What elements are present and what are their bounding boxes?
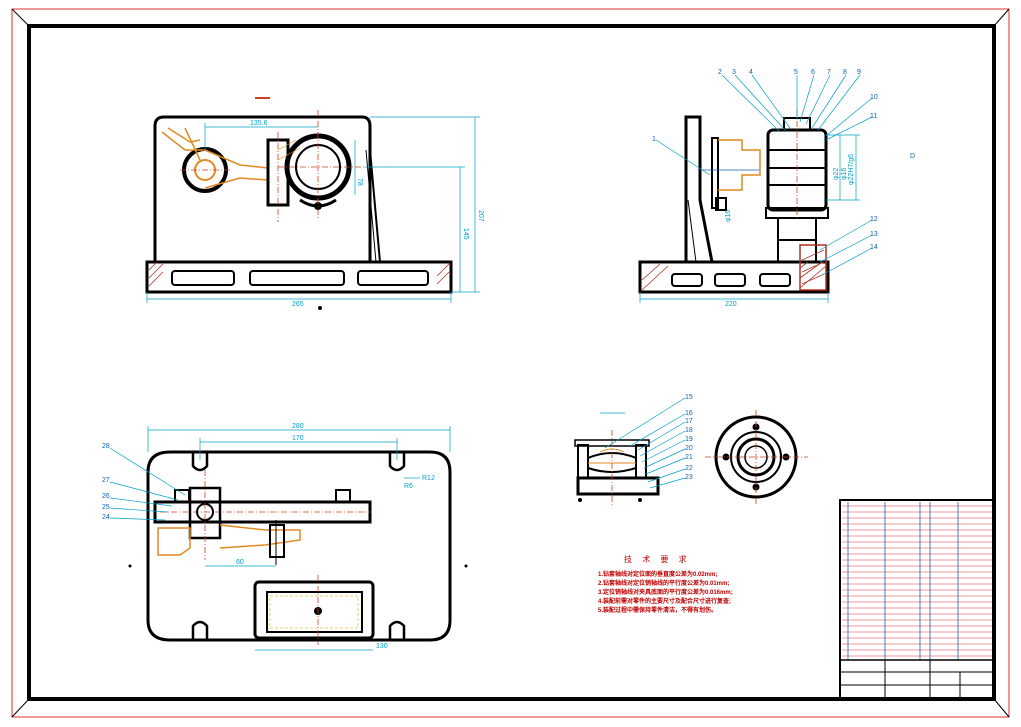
side-base-plate	[638, 260, 830, 294]
side-balloon-8: 8	[843, 69, 847, 76]
side-balloon-4: 4	[749, 69, 753, 76]
detail-balloon-15: 15	[685, 394, 693, 401]
side-balloon-1: 1	[652, 136, 656, 143]
tech-req-line-2: 2.钻套轴线对定位销轴线的平行度公差为0.01mm;	[598, 579, 729, 587]
detail-balloon-16: 16	[685, 410, 693, 417]
title-block	[839, 499, 995, 700]
tech-req-line-5: 5.装配过程中需保持零件清洁，不得有划伤。	[598, 606, 717, 614]
detail-balloon-18: 18	[685, 427, 693, 434]
plan-balloon-25: 25	[102, 504, 110, 511]
drawing-frame	[27, 24, 996, 701]
dim-plan-overall: 280	[292, 423, 304, 430]
side-bracket	[718, 139, 761, 191]
detail-balloon-19: 19	[685, 436, 693, 443]
detail-base	[576, 476, 660, 496]
plan-base-outline	[146, 450, 452, 642]
side-balloon-14: 14	[870, 244, 878, 251]
dim-front-top: 135.6	[250, 120, 268, 127]
dim-plan-bottom: 130	[376, 643, 388, 650]
dim-plan-inner: 170	[292, 435, 304, 442]
tech-req-title: 技 术 要 求	[624, 554, 691, 564]
side-balloon-7: 7	[827, 69, 831, 76]
dim-front-height: 207	[477, 210, 484, 222]
side-balloon-12: 12	[870, 216, 878, 223]
sheet-border	[11, 8, 1010, 718]
side-balloon-5: 5	[794, 69, 798, 76]
side-balloon-13: 13	[870, 231, 878, 238]
detail-balloon-17: 17	[685, 418, 693, 425]
tech-requirements: 技 术 要 求 1.钻套轴线对定位面的垂直度公差为0.02mm; 2.钻套轴线对…	[598, 554, 733, 614]
plan-balloon-24: 24	[102, 514, 110, 521]
side-balloon-10: 10	[870, 94, 878, 101]
tech-req-line-4: 4.装配前需对零件的主要尺寸及配合尺寸进行复查;	[598, 597, 731, 605]
side-balloon-2: 2	[718, 69, 722, 76]
plan-view: 280 170 R12 R6 130 60	[109, 423, 468, 651]
plan-balloon-27: 27	[102, 477, 110, 484]
dim-front-bottom: 265	[292, 301, 304, 308]
plan-balloon-28: 28	[102, 443, 110, 450]
tech-req-line-3: 3.定位销轴线对夹具底面的平行度公差为0.016mm;	[598, 588, 733, 596]
front-body	[153, 115, 372, 262]
dim-side-small2: φ16	[725, 210, 732, 222]
dim-front-inner-height: 145	[462, 228, 469, 240]
plan-housing	[253, 580, 375, 640]
corner-mark-tr	[993, 8, 1010, 27]
dim-side-small: φ16	[841, 168, 848, 180]
side-column	[684, 115, 714, 263]
detail-view	[574, 397, 808, 505]
side-balloon-6: 6	[811, 69, 815, 76]
dim-side-fit: φ22H7/g6	[848, 154, 855, 185]
detail-balloon-21: 21	[685, 454, 693, 461]
side-balloon-11: 11	[870, 113, 877, 120]
tech-req-line-1: 1.钻套轴线对定位面的垂直度公差为0.02mm;	[598, 570, 717, 578]
front-base-plate	[145, 260, 453, 294]
side-marker: D	[910, 153, 915, 160]
dim-side-bottom: 220	[725, 301, 737, 308]
corner-mark-tl	[11, 8, 30, 27]
corner-mark-bl	[11, 698, 30, 718]
dim-front-side: 78	[356, 178, 363, 186]
dim-side-bore: φ22	[833, 168, 840, 180]
lever-linkage	[161, 127, 269, 189]
side-balloon-9: 9	[857, 69, 861, 76]
dim-plan-fillet: R12	[422, 475, 435, 482]
side-leaders	[655, 74, 873, 276]
dim-plan-fillet2: R6	[404, 483, 413, 490]
detail-balloon-20: 20	[685, 445, 693, 452]
plan-leaders	[109, 447, 186, 521]
detail-leaders	[604, 397, 686, 489]
corner-mark-br	[993, 698, 1010, 718]
detail-balloon-22: 22	[685, 465, 693, 472]
plan-balloon-26: 26	[102, 493, 110, 500]
support-leg	[777, 218, 817, 262]
side-balloon-3: 3	[732, 69, 736, 76]
dim-plan-offset: 60	[236, 559, 244, 566]
side-view: 220 φ22 φ22H7/g6 φ16 φ16 D 1	[638, 74, 915, 308]
front-view: 135.6 265 207 145 78	[145, 97, 484, 310]
detail-balloon-23: 23	[685, 474, 693, 481]
